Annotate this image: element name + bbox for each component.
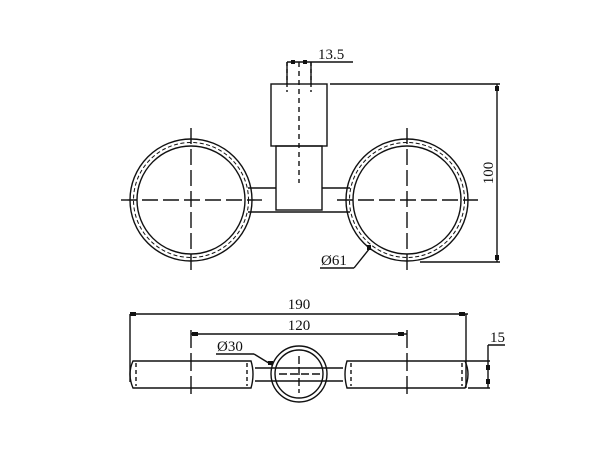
dimension-post-width xyxy=(286,60,353,84)
label-height: 100 xyxy=(481,162,497,185)
label-center-distance: 120 xyxy=(288,318,311,334)
dimension-center-distance xyxy=(191,332,407,336)
dimension-overall-width xyxy=(129,312,468,388)
left-ring xyxy=(121,128,262,273)
label-ring-diameter: Ø61 xyxy=(321,253,347,269)
label-thickness: 15 xyxy=(490,330,505,346)
dimension-thickness xyxy=(466,344,505,389)
front-view xyxy=(121,60,500,273)
top-view xyxy=(129,312,505,403)
right-ring xyxy=(337,128,478,273)
label-overall-width: 190 xyxy=(288,297,311,313)
center-post xyxy=(270,345,328,403)
dimension-height xyxy=(330,83,500,263)
dimension-ring-diameter xyxy=(320,245,371,269)
dimension-post-diameter xyxy=(216,353,273,366)
label-post-width: 13.5 xyxy=(318,47,344,63)
right-pad xyxy=(344,330,469,396)
label-post-diameter: Ø30 xyxy=(217,339,243,355)
